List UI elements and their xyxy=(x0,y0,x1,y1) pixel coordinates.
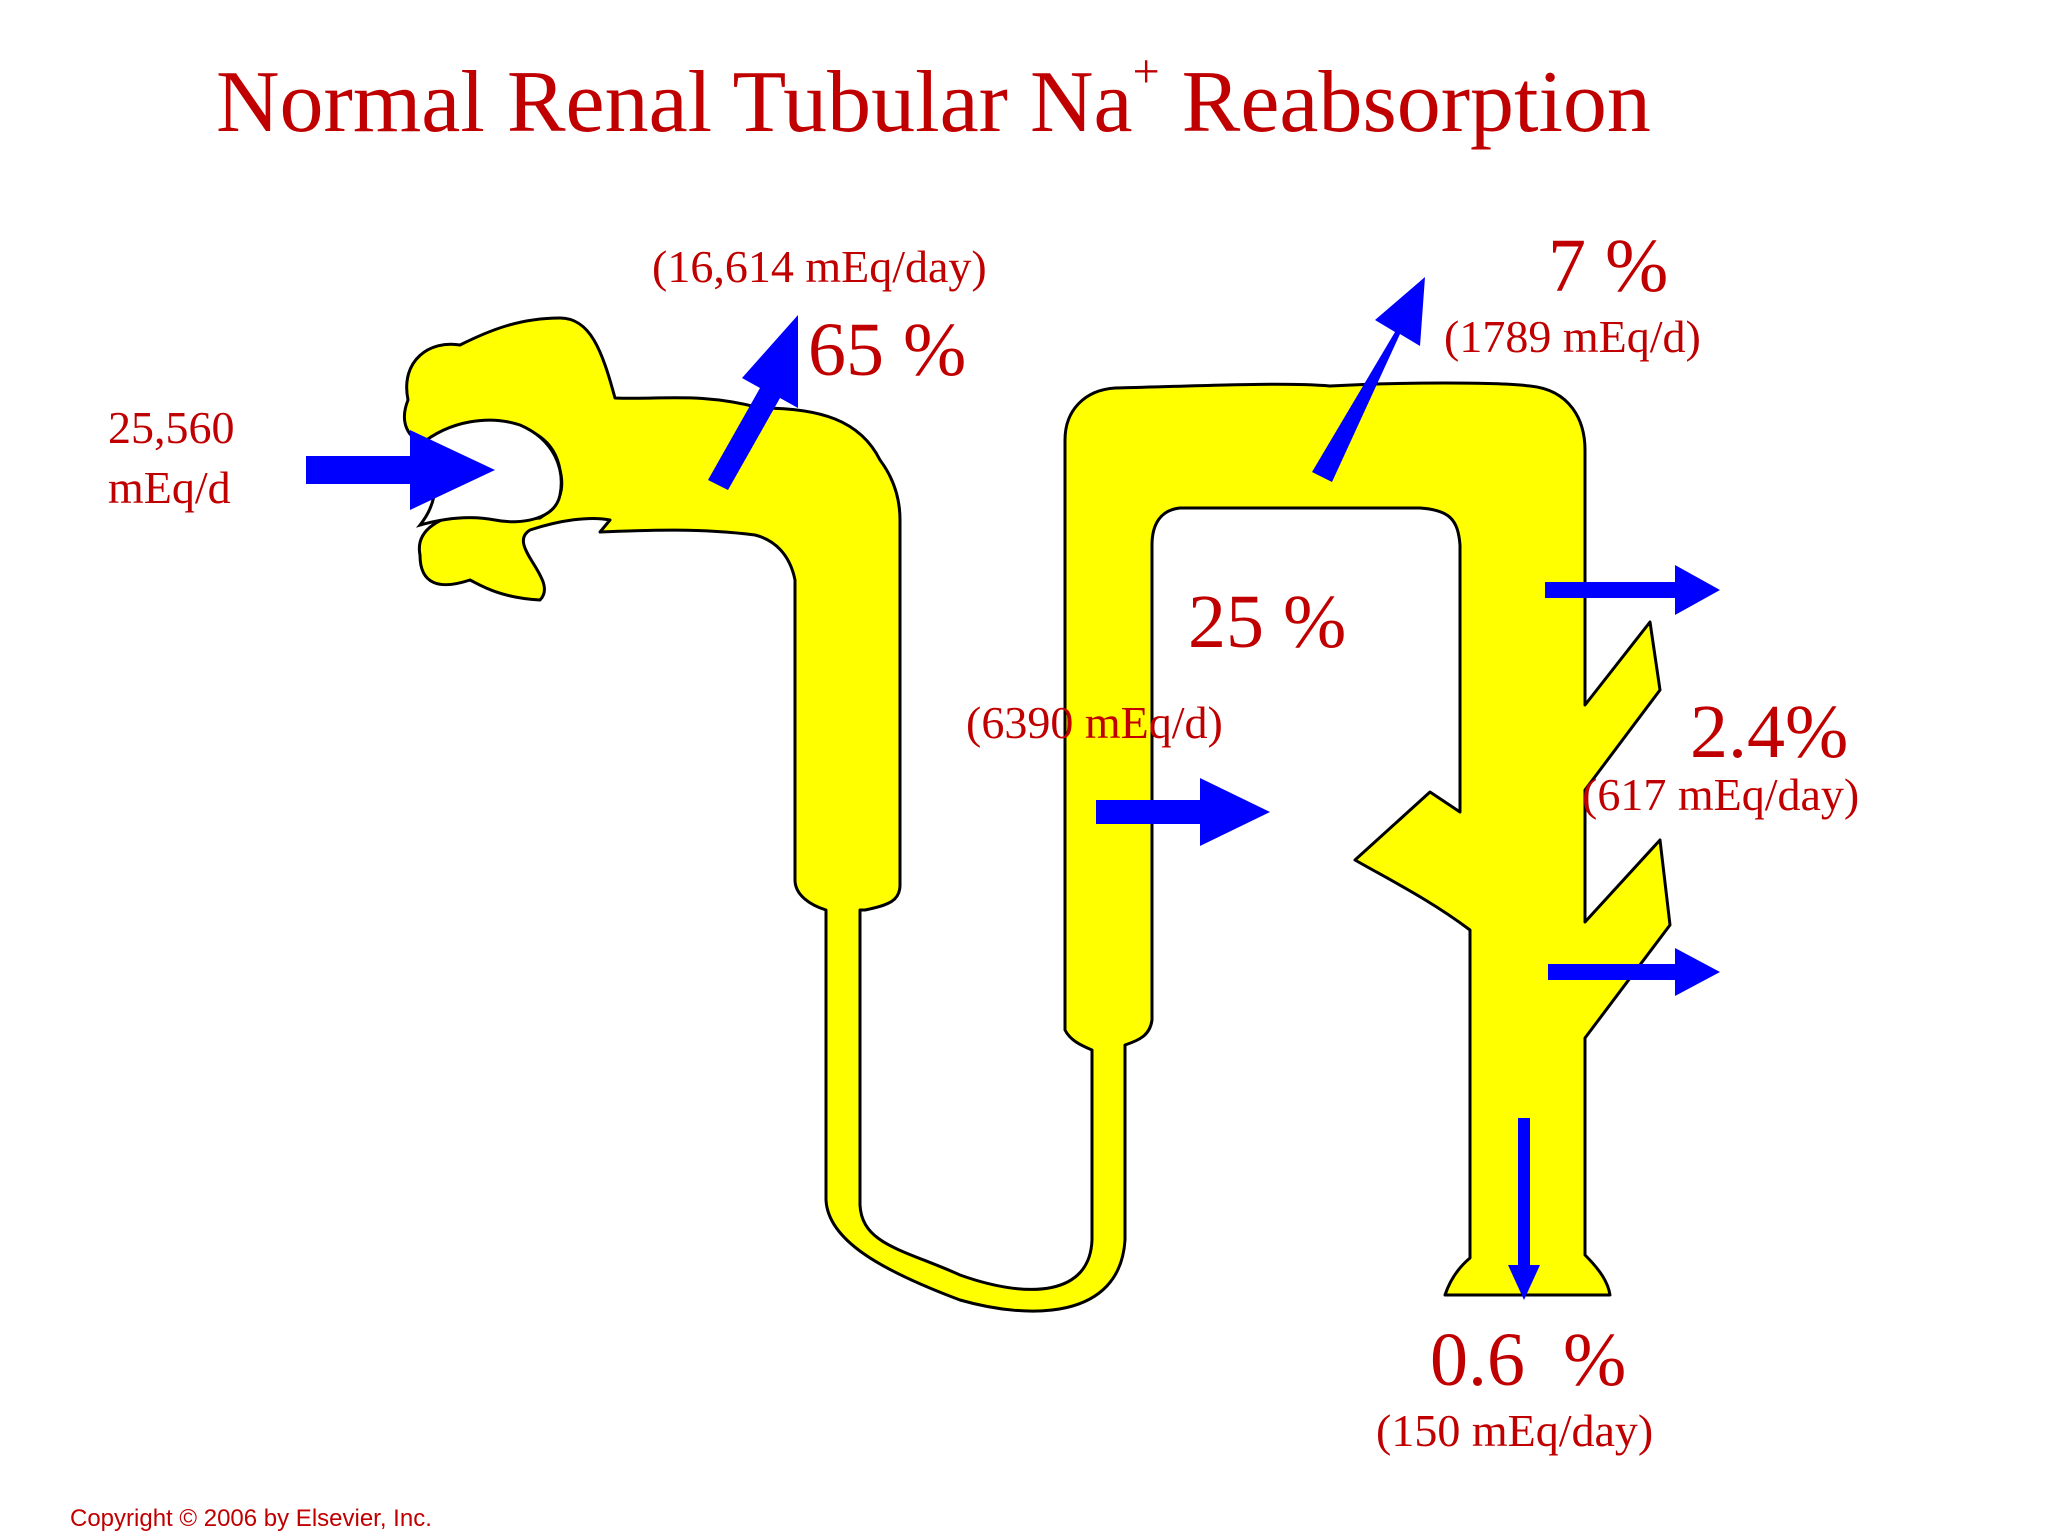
distal-amount: (1789 mEq/d) xyxy=(1444,311,1701,362)
filtered-load-arrow xyxy=(306,430,495,510)
excretion-arrow xyxy=(1508,1118,1540,1300)
loop-arrow xyxy=(1096,778,1270,846)
loop-amount: (6390 mEq/d) xyxy=(966,697,1223,748)
bowmans-capsule-proximal-tubule xyxy=(403,316,1672,1313)
sodium-charge: + xyxy=(1132,45,1160,98)
collecting-arrow-upper xyxy=(1545,565,1720,615)
proximal-amount: (16,614 mEq/day) xyxy=(652,241,987,292)
proximal-arrow xyxy=(708,315,798,490)
bowmans-opening xyxy=(415,418,563,528)
excreted-percent: 0.6 % xyxy=(1430,1318,1627,1402)
proximal-percent: 65 % xyxy=(808,308,967,392)
distal-arrow xyxy=(1312,277,1425,482)
page-title: Normal Renal Tubular Na+ Reabsorption xyxy=(216,45,1651,152)
distal-percent: 7 % xyxy=(1548,224,1669,308)
collecting-arrow-lower xyxy=(1548,948,1720,996)
excreted-amount: (150 mEq/day) xyxy=(1376,1405,1654,1456)
collecting-amount: (617 mEq/day) xyxy=(1582,769,1860,820)
copyright-notice: Copyright © 2006 by Elsevier, Inc. xyxy=(70,1505,432,1532)
loop-percent: 25 % xyxy=(1188,580,1347,664)
collecting-percent: 2.4% xyxy=(1690,690,1849,774)
reabsorption-arrows xyxy=(306,277,1720,1300)
